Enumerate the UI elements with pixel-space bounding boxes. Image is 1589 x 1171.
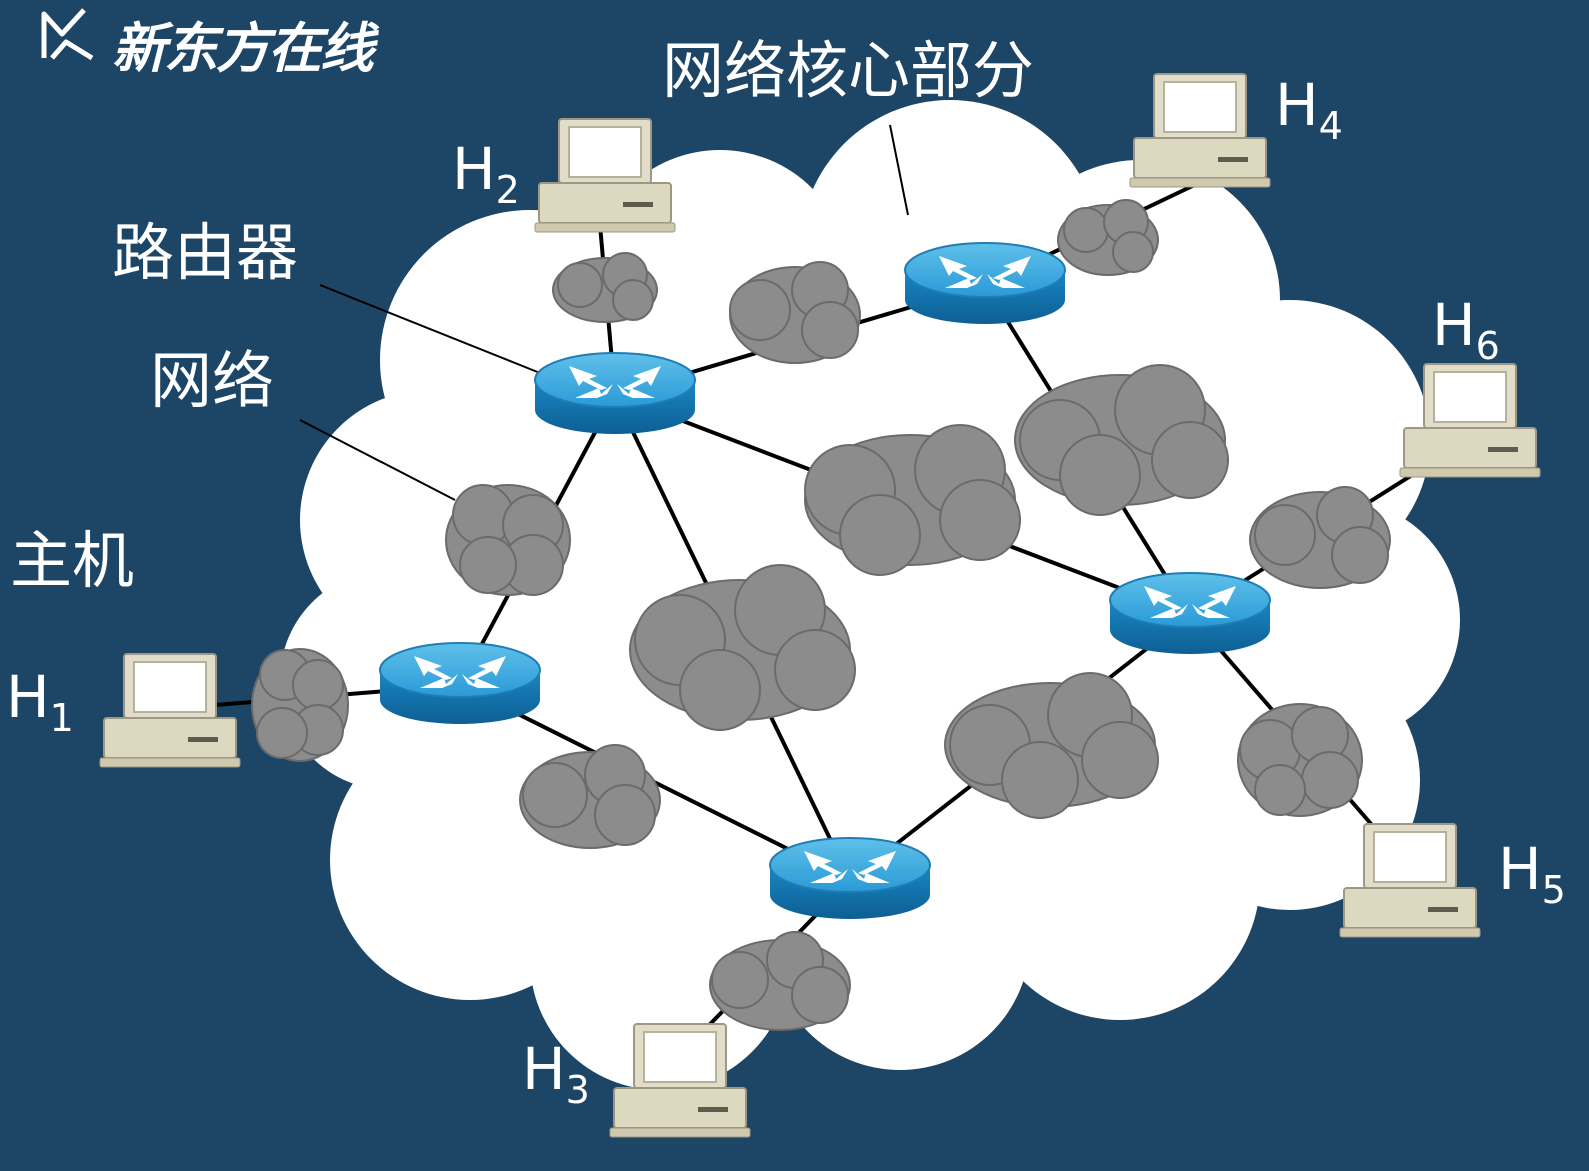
core-leader-line — [889, 124, 909, 216]
network-cloud — [709, 931, 851, 1031]
network-cloud — [629, 564, 856, 731]
logo-text: 新东方在线 — [112, 17, 374, 80]
network-leader-line — [299, 419, 456, 501]
host-label-h6: H6 — [1432, 291, 1500, 368]
host-label-h1: H1 — [6, 663, 74, 740]
network-cloud — [1249, 486, 1391, 589]
router-label: 路由器 — [112, 216, 299, 289]
network-label: 网络 — [150, 344, 275, 417]
network-cloud — [445, 484, 571, 596]
router-icon — [379, 642, 541, 725]
core-cloud — [280, 100, 1460, 1090]
router-icon — [1109, 572, 1271, 655]
router-icon — [769, 837, 931, 920]
leader-lines — [299, 124, 909, 501]
network-cloud — [552, 252, 658, 323]
network-cloud — [1057, 199, 1159, 276]
host-label: 主机 — [10, 524, 135, 597]
host-label-h4: H4 — [1275, 71, 1343, 148]
network-cloud — [804, 424, 1021, 576]
host-label-h2: H2 — [452, 135, 520, 212]
network-cloud — [251, 648, 349, 762]
computer-icon — [1129, 73, 1271, 188]
router-icon — [904, 242, 1066, 325]
host-label-h5: H5 — [1498, 835, 1566, 912]
router-icon — [534, 352, 696, 435]
host-label-h3: H3 — [522, 1035, 590, 1112]
network-cloud — [519, 744, 661, 849]
network-cloud — [1237, 703, 1363, 817]
computer-icon — [99, 653, 241, 768]
logo-mark-icon — [41, 8, 94, 61]
network-clouds — [251, 199, 1391, 1031]
router-leader-line — [319, 284, 546, 376]
core-label: 网络核心部分 — [662, 34, 1035, 107]
network-cloud — [729, 261, 861, 364]
network-cloud — [944, 672, 1159, 819]
network-cloud — [1014, 364, 1229, 516]
